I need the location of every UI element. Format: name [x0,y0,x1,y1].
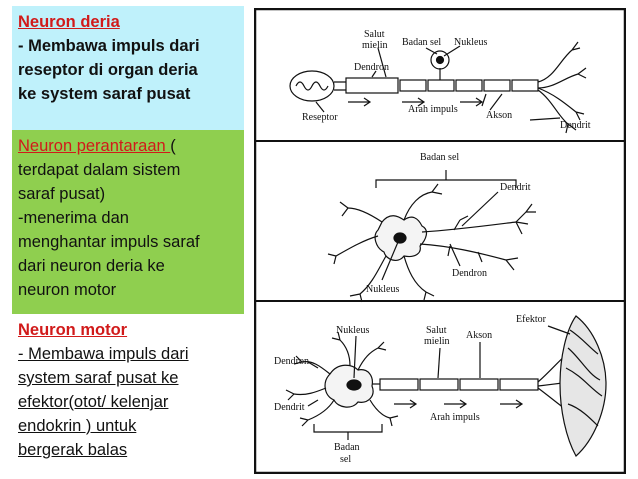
pointer-line [529,117,561,121]
myelin-segment [419,378,459,391]
interneuron-line: menghantar impuls saraf [18,233,200,251]
interneuron-heading: Neuron perantaraan ( [18,134,238,158]
myelin-segment [427,79,455,92]
receptor-shape [289,70,335,102]
myelin-segment [379,378,419,391]
label-dendrit: Dendrit [560,120,591,131]
myelin-segment [459,378,499,391]
label-dendron: Dendron [274,356,309,367]
label-akson: Akson [466,330,492,341]
dendrites [293,339,391,421]
nucleus [393,232,407,244]
nucleus [346,379,362,391]
label-nukleus: Nukleus [366,284,399,295]
label-salut-mielin: Salut [426,325,447,336]
motor-neuron-line: system saraf pusat ke [18,369,179,387]
pointer-line [461,191,499,227]
pointer-line [489,93,503,111]
motor-neuron-line: endokrin ) untuk [18,417,137,435]
neuron-processes [335,191,517,295]
pointer-line [315,101,325,113]
interneuron-line: saraf pusat) [18,185,106,203]
pointer-line [443,45,461,57]
myelin-segment [499,378,539,391]
pointer-line [481,93,487,107]
interneuron-line: dari neuron deria ke [18,257,165,275]
impulse-arrow [444,399,468,409]
pointer-line [381,241,399,281]
sensory-neuron-drawing [289,41,587,134]
pointer-line [307,399,319,407]
label-dendron: Dendron [452,268,487,279]
interneuron-line: terdapat dalam sistem [18,161,181,179]
label-nukleus: Nukleus [454,37,487,48]
pointer-line [547,325,571,335]
motor-neuron-line: - Membawa impuls dari [18,345,189,363]
label-salut-mielin: Salut [364,29,385,40]
receptor-coil [295,81,329,91]
muscle-fibres [565,329,603,427]
interneuron-labels: Badan sel Dendrit Dendron Nukleus [366,152,531,295]
axon-terminals [537,49,579,125]
pointer-line [377,47,387,78]
label-nukleus: Nukleus [336,325,369,336]
motor-neuron-drawing [285,315,607,457]
interneuron-panel: Neuron perantaraan ( terdapat dalam sist… [12,130,244,314]
label-reseptor: Reseptor [302,112,338,123]
label-badan-sel: Badan sel [402,37,441,48]
sensory-neuron-panel: Neuron deria - Membawa impuls dari resep… [12,6,244,130]
interneuron-title-tail: ( [170,137,176,155]
label-dendrit: Dendrit [500,182,531,193]
impulse-arrow [500,399,524,409]
interneuron-title: Neuron perantaraan [18,137,171,155]
sensory-neuron-line: - Membawa impuls dari [18,37,200,55]
label-badan-sel: Badan [334,442,360,453]
label-arah-impuls: Arah impuls [430,412,480,423]
interneuron-line: -menerima dan [18,209,129,227]
myelin-segment [455,79,483,92]
label-salut-mielin: mielin [424,336,450,347]
label-salut-mielin: mielin [362,40,388,51]
impulse-arrow [460,97,484,107]
label-akson: Akson [486,110,512,121]
sensory-neuron-title: Neuron deria [18,13,120,31]
dendron-stub [334,81,346,91]
cell-body [430,50,450,70]
myelin-segment [483,79,511,92]
pointer-line [437,347,441,379]
sensory-neuron-line: ke system saraf pusat [18,85,191,103]
neuron-diagram: Salut mielin Badan sel Nukleus Dendron A… [254,8,626,474]
myelin-segment [345,77,399,94]
label-badan-sel: Badan sel [420,152,459,163]
pointer-line [353,335,357,379]
sensory-neuron-line: reseptor di organ deria [18,61,198,79]
motor-neuron-title: Neuron motor [18,321,128,339]
dendrite-twigs [285,331,399,427]
impulse-arrow [394,399,418,409]
pointer-line [307,361,319,369]
interneuron-line: neuron motor [18,281,117,299]
label-dendron: Dendron [354,62,389,73]
impulse-arrow [348,97,372,107]
label-dendrit: Dendrit [274,402,305,413]
label-efektor: Efektor [516,314,547,325]
interneuron-drawing [327,170,536,303]
axon-terminal-twigs [565,41,587,134]
label-badan-sel: sel [340,454,351,465]
impulse-arrow [402,97,426,107]
myelin-segment [399,79,427,92]
sensory-neuron-labels: Salut mielin Badan sel Nukleus Dendron A… [302,29,591,131]
motor-neuron-line: bergerak balas [18,441,128,459]
myelin-segment [511,79,539,92]
motor-neuron-panel: Neuron motor - Membawa impuls dari syste… [12,314,244,473]
label-arah-impuls: Arah impuls [408,104,458,115]
pointer-line [425,47,438,55]
pointer-line [371,70,377,78]
neuron-twigs [327,183,536,303]
motor-neuron-line: efektor(otot/ kelenjar [18,393,169,411]
motor-neuron-labels: Nukleus Salut mielin Akson Efektor Dendr… [274,314,547,465]
pointer-line [449,243,461,267]
nucleus [435,55,445,65]
